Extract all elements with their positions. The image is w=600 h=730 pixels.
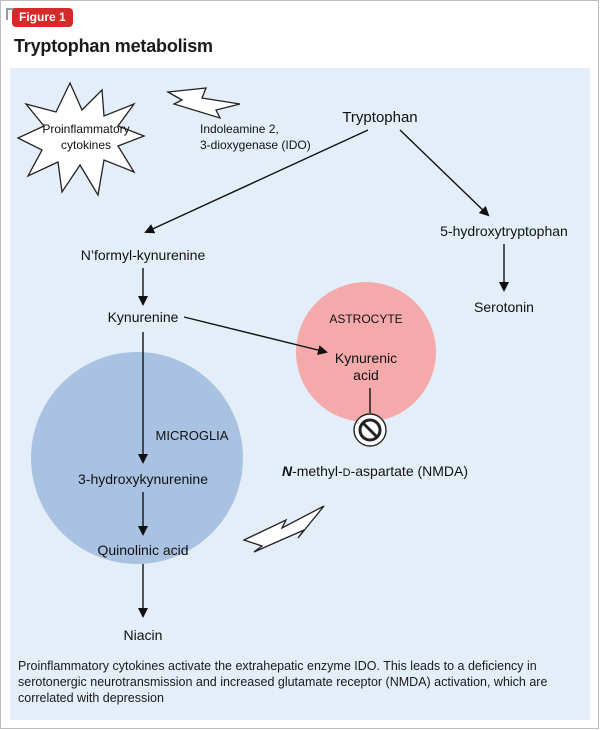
niacin-label: Niacin — [124, 627, 163, 643]
astrocyte-label: ASTROCYTE — [329, 312, 402, 326]
n-formyl-kynurenine-label: N’formyl-kynurenine — [81, 247, 206, 263]
quinolinic-acid-label: Quinolinic acid — [97, 542, 188, 558]
ido-label-line2: 3-dioxygenase (IDO) — [200, 138, 311, 152]
nmda-label: N-methyl-D-aspartate (NMDA) — [282, 463, 468, 479]
arrow-kynurenine-to-kynurenic — [183, 316, 328, 355]
ido-label: Indoleamine 2, — [200, 122, 279, 136]
cytokines-label: Proinflammatory — [42, 122, 129, 136]
microglia-cell — [31, 352, 243, 564]
cytokine-starburst-icon — [16, 81, 146, 197]
astrocyte-cell — [296, 282, 436, 422]
microglia-label: MICROGLIA — [156, 428, 229, 443]
kynurenic-acid-label: Kynurenic — [335, 350, 397, 366]
arrow-tryptophan-to-nformyl — [144, 129, 369, 234]
kynurenine-label: Kynurenine — [108, 309, 179, 325]
figure-label-badge: Figure 1 — [12, 8, 73, 27]
figure-caption: Proinflammatory cytokines activate the e… — [18, 659, 548, 705]
tryptophan-label: Tryptophan — [342, 109, 417, 126]
figure-title: Tryptophan metabolism — [14, 36, 213, 56]
lightning-bolt-icon — [242, 505, 325, 553]
3-hydroxykynurenine-label: 3-hydroxykynurenine — [78, 471, 208, 487]
cytokines-label-line2: cytokines — [61, 138, 111, 152]
inhibition-icon — [353, 413, 387, 447]
hydroxytryptophan-label: 5-hydroxytryptophan — [440, 223, 568, 239]
arrow-tryptophan-to-5htp — [399, 129, 490, 217]
kynurenic-acid-label-line2: acid — [353, 367, 379, 383]
serotonin-label: Serotonin — [474, 299, 534, 315]
lightning-bolt-icon — [165, 87, 241, 120]
